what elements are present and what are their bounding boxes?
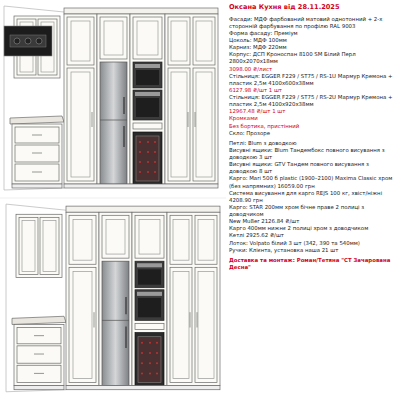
spec-line: Лоток: Volpato білий 3 шт (342, 390 та 5…: [229, 240, 396, 247]
page-title: Оксана Кухня від 28.11.2025: [229, 3, 396, 12]
spec-line: Ручки: Клієнта, установка наша 21 шт: [229, 247, 396, 254]
spec-line: Петлі: Blum з доводкою: [229, 140, 396, 147]
spec-sheet: Оксана Кухня від 28.11.2025Фасади: МДФ ф…: [229, 3, 396, 271]
spec-line: New Mu8er 2126.84 ₴/шт: [229, 218, 396, 225]
spec-line: Цоколь: МДФ 100мм: [229, 37, 396, 44]
spec-line: Форма фасаду: Преміум: [229, 30, 396, 37]
spec-line: 3098.00 ₴/лист: [229, 66, 396, 73]
spec-line: Карго 400мм нижнє 2 полиці хром з доводч…: [229, 225, 396, 232]
spec-line: Фасади: МДФ фарбований матовий однотонни…: [229, 16, 396, 30]
spec-line: Доставка та монтаж: Роман/Тетяна "СТ Зач…: [229, 257, 396, 271]
spec-line: Кромками: [229, 115, 396, 122]
spec-line: Стільниця: EGGER F229 / ST75 / RS-2U Мар…: [229, 94, 396, 108]
spec-line: Карго: Mari 500 б plastic (1900–2100) Ma…: [229, 175, 396, 189]
spec-line: Без бортика, пристінний: [229, 123, 396, 130]
spec-line: 6127.98 ₴/шт 1 шт: [229, 87, 396, 94]
spec-line: Стільниця: EGGER F229 / ST75 / RS-1U Мар…: [229, 73, 396, 87]
spec-line: Скло: Прозоре: [229, 130, 396, 137]
spec-line: Кетлі 2925.62 ₴/шт: [229, 232, 396, 239]
spec-line: Система висування для карго REJS 100 кг,…: [229, 190, 396, 204]
spec-line: Корпус: ДСП Кроноспан 8100 SM Білий Перл…: [229, 51, 396, 65]
spec-line: Карго: STAR 200мм хром бічне праве 2 пол…: [229, 204, 396, 218]
spec-line: Висувні ящики: GTV Тандем повного висува…: [229, 161, 396, 175]
spec-line: Карниз: МДФ 220мм: [229, 44, 396, 51]
spec-line: 12967.48 ₴/шт 1 шт: [229, 108, 396, 115]
spec-line: Висувні ящики: Blum Тандембокс повного в…: [229, 147, 396, 161]
